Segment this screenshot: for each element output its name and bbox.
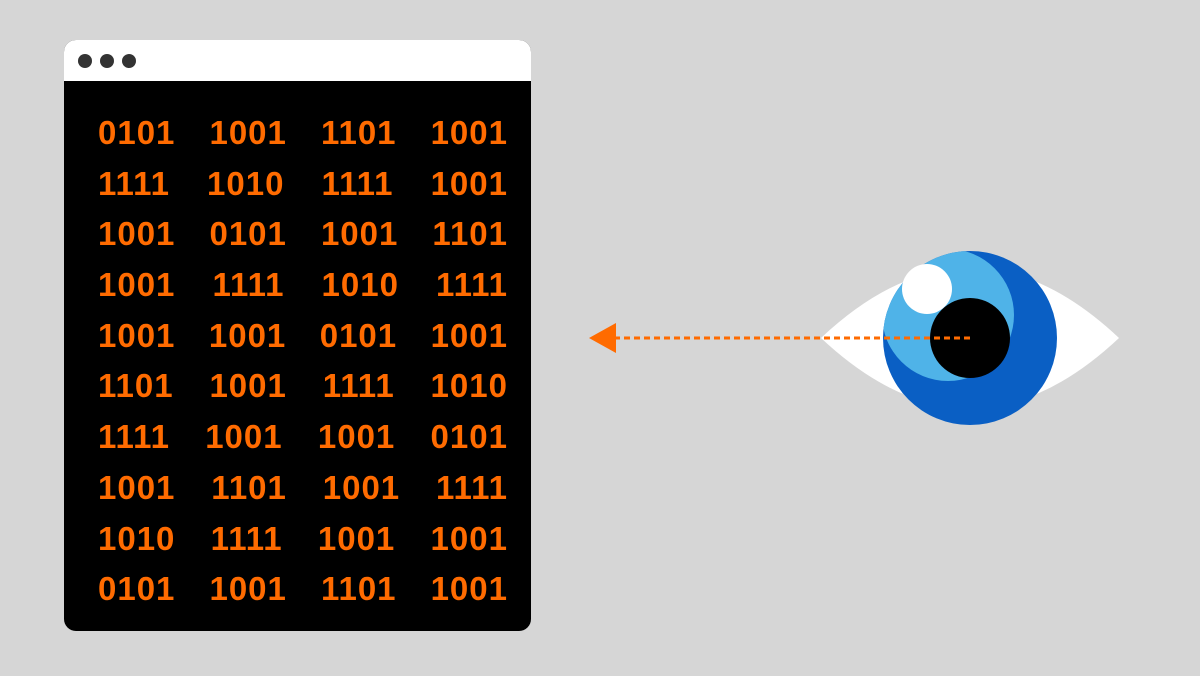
binary-row: 1001 1001 0101 1001 xyxy=(98,311,508,362)
binary-word: 1001 xyxy=(209,367,287,405)
binary-word: 1111 xyxy=(98,164,170,202)
eye-white xyxy=(821,268,1119,408)
binary-word: 1001 xyxy=(98,215,176,253)
binary-word: 0101 xyxy=(98,114,176,151)
binary-word: 1001 xyxy=(317,418,396,456)
binary-word: 1111 xyxy=(210,519,283,557)
eye-pupil xyxy=(930,298,1010,378)
window-dot-icon xyxy=(100,54,114,68)
binary-word: 1010 xyxy=(321,266,399,304)
eye-highlight xyxy=(902,264,952,314)
binary-word: 1001 xyxy=(205,418,283,456)
binary-word: 1001 xyxy=(322,468,401,506)
binary-word: 1001 xyxy=(98,266,176,304)
binary-word: 1101 xyxy=(320,114,397,151)
binary-row: 1111 1001 1001 0101 xyxy=(98,412,508,463)
binary-word: 1001 xyxy=(430,316,508,354)
arrow-left-icon xyxy=(589,323,616,353)
window-dot-icon xyxy=(78,54,92,68)
binary-word: 1111 xyxy=(212,266,285,304)
binary-row: 1001 1111 1010 1111 xyxy=(98,260,508,311)
binary-row: 1111 1010 1111 1001 xyxy=(98,159,508,210)
binary-word: 1111 xyxy=(322,367,395,405)
binary-word: 1101 xyxy=(432,215,508,253)
binary-word: 1001 xyxy=(317,519,396,557)
binary-word: 1010 xyxy=(430,367,508,405)
binary-word: 0101 xyxy=(209,215,287,253)
binary-row: 1001 1101 1001 1111 xyxy=(98,463,508,514)
window-titlebar xyxy=(64,40,531,81)
binary-row: 1010 1111 1001 1001 xyxy=(98,514,508,565)
binary-word: 1111 xyxy=(436,266,508,304)
binary-word: 1001 xyxy=(430,519,508,557)
binary-word: 1001 xyxy=(209,570,287,608)
binary-word: 0101 xyxy=(430,418,508,456)
binary-word: 1010 xyxy=(98,519,176,557)
binary-row: 0101 1001 1101 1001 xyxy=(98,564,508,615)
binary-word: 1111 xyxy=(98,418,170,456)
binary-word: 1101 xyxy=(320,570,397,608)
binary-row: 1001 0101 1001 1101 xyxy=(98,209,508,260)
window-dot-icon xyxy=(122,54,136,68)
binary-word: 1010 xyxy=(207,164,285,202)
binary-word: 1001 xyxy=(430,570,508,608)
binary-word: 1111 xyxy=(436,468,508,506)
binary-word: 0101 xyxy=(98,570,176,608)
binary-word: 1101 xyxy=(211,468,287,506)
eye-iris-outer xyxy=(883,251,1057,425)
binary-word: 1001 xyxy=(430,164,508,202)
binary-word: 1101 xyxy=(98,367,174,405)
binary-word: 1111 xyxy=(321,164,394,202)
binary-word: 1001 xyxy=(98,468,176,506)
binary-word: 1001 xyxy=(209,114,287,151)
binary-word: 1001 xyxy=(208,316,287,354)
binary-word: 1001 xyxy=(320,215,399,253)
binary-row: 0101 1001 1101 1001 xyxy=(98,108,508,159)
eye-iris-inner xyxy=(883,251,1014,381)
binary-word: 1001 xyxy=(430,114,508,151)
binary-word: 1001 xyxy=(98,316,176,354)
binary-word: 0101 xyxy=(319,316,398,354)
binary-row: 1101 1001 1111 1010 xyxy=(98,361,508,412)
